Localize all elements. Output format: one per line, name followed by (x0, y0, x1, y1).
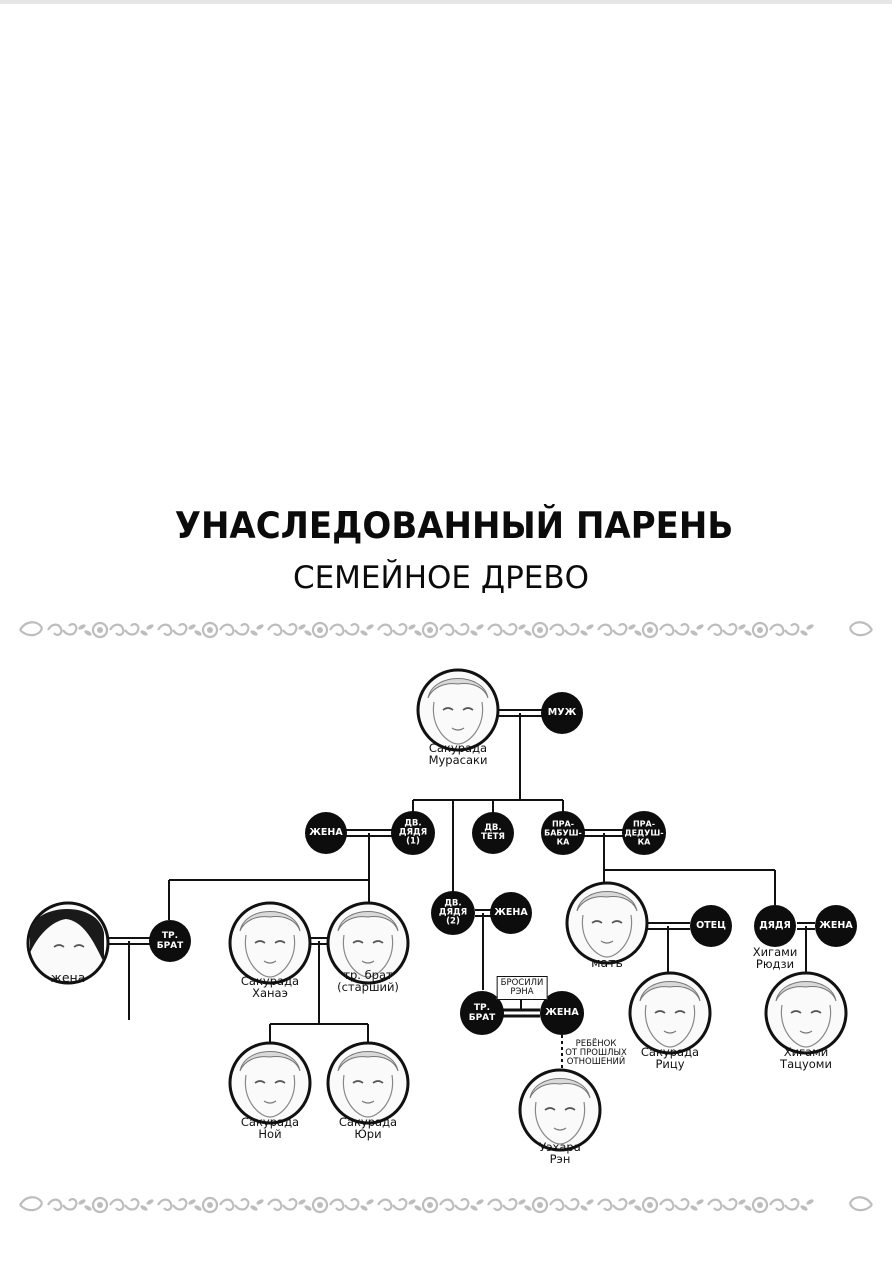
label-wife3: ЖЕНА (819, 920, 853, 931)
node-cousin-mid (460, 991, 504, 1035)
node-uncle (754, 905, 796, 947)
label-cousin-mid: ТР. БРАТ (468, 1003, 496, 1023)
portrait-mother (565, 881, 649, 965)
node-cousin-left (149, 920, 191, 962)
page-title: УНАСЛЕДОВАННЫЙ ПАРЕНЬ (174, 504, 734, 548)
name-mother: мать (591, 955, 623, 970)
portrait-wife-left (26, 901, 110, 985)
name-uncle: Хигами Рюдзи (752, 945, 798, 971)
top-border (0, 0, 892, 4)
name-elder-cousin: тр. брат (старший) (337, 968, 399, 994)
label-cousin-left: ТР. БРАТ (156, 931, 184, 951)
portrait-ren (518, 1068, 602, 1152)
label-great-grandmother: ПРА- БАБУШ- КА (544, 819, 582, 847)
portrait-yuri (326, 1041, 410, 1125)
label-aunt: ДВ. ТЕТЯ (481, 823, 505, 842)
name-yuri: Сакурада Юри (338, 1115, 398, 1141)
name-wife-left: жена (50, 970, 86, 985)
node-uncle2 (431, 891, 475, 935)
tree-lines (107, 709, 815, 1078)
label-husband: МУЖ (547, 707, 577, 718)
node-great-grandfather (622, 811, 666, 855)
name-ritsu: Сакурада Рицу (640, 1045, 700, 1071)
label-wife1: ЖЕНА (309, 827, 343, 838)
node-father (690, 905, 732, 947)
name-noi: Сакурада Ной (240, 1115, 300, 1141)
node-wife3 (815, 905, 857, 947)
node-uncle1 (391, 811, 435, 855)
abandoned-note: БРОСИЛИ РЭНА (496, 976, 548, 1000)
name-murasaki: Сакурада Мурасаки (428, 741, 488, 767)
node-wife2 (490, 892, 532, 934)
portrait-hanae (228, 901, 312, 985)
child-note: РЕБЁНОК ОТ ПРОШЛЫХ ОТНОШЕНИЙ (565, 1039, 627, 1067)
node-aunt (472, 812, 514, 854)
portrait-noi (228, 1041, 312, 1125)
node-wife4 (540, 991, 584, 1035)
label-wife4: ЖЕНА (545, 1007, 579, 1018)
page-subtitle: СЕМЕЙНОЕ ДРЕВО (292, 560, 590, 596)
ornament-border-bottom (19, 1196, 873, 1214)
name-hanae: Сакурада Ханаэ (240, 974, 300, 1000)
label-wife2: ЖЕНА (494, 907, 528, 918)
tree-nodes (149, 692, 857, 1035)
node-great-grandmother (541, 811, 585, 855)
portrait-murasaki (416, 668, 500, 752)
portrait-ritsu (628, 971, 712, 1055)
name-tatsuomi: Хигами Тацуоми (780, 1045, 832, 1071)
node-wife1 (305, 812, 347, 854)
label-uncle1: ДВ. ДЯДЯ (1) (398, 818, 428, 847)
label-uncle: ДЯДЯ (759, 920, 791, 931)
label-father: ОТЕЦ (696, 920, 726, 931)
name-ren: Уэхара Рэн (539, 1140, 581, 1166)
label-uncle2: ДВ. ДЯДЯ (2) (438, 898, 468, 927)
portrait-tatsuomi (764, 971, 848, 1055)
node-husband (541, 692, 583, 734)
ornament-border-top (19, 621, 873, 639)
label-great-grandfather: ПРА- ДЕДУШ- КА (624, 819, 664, 847)
